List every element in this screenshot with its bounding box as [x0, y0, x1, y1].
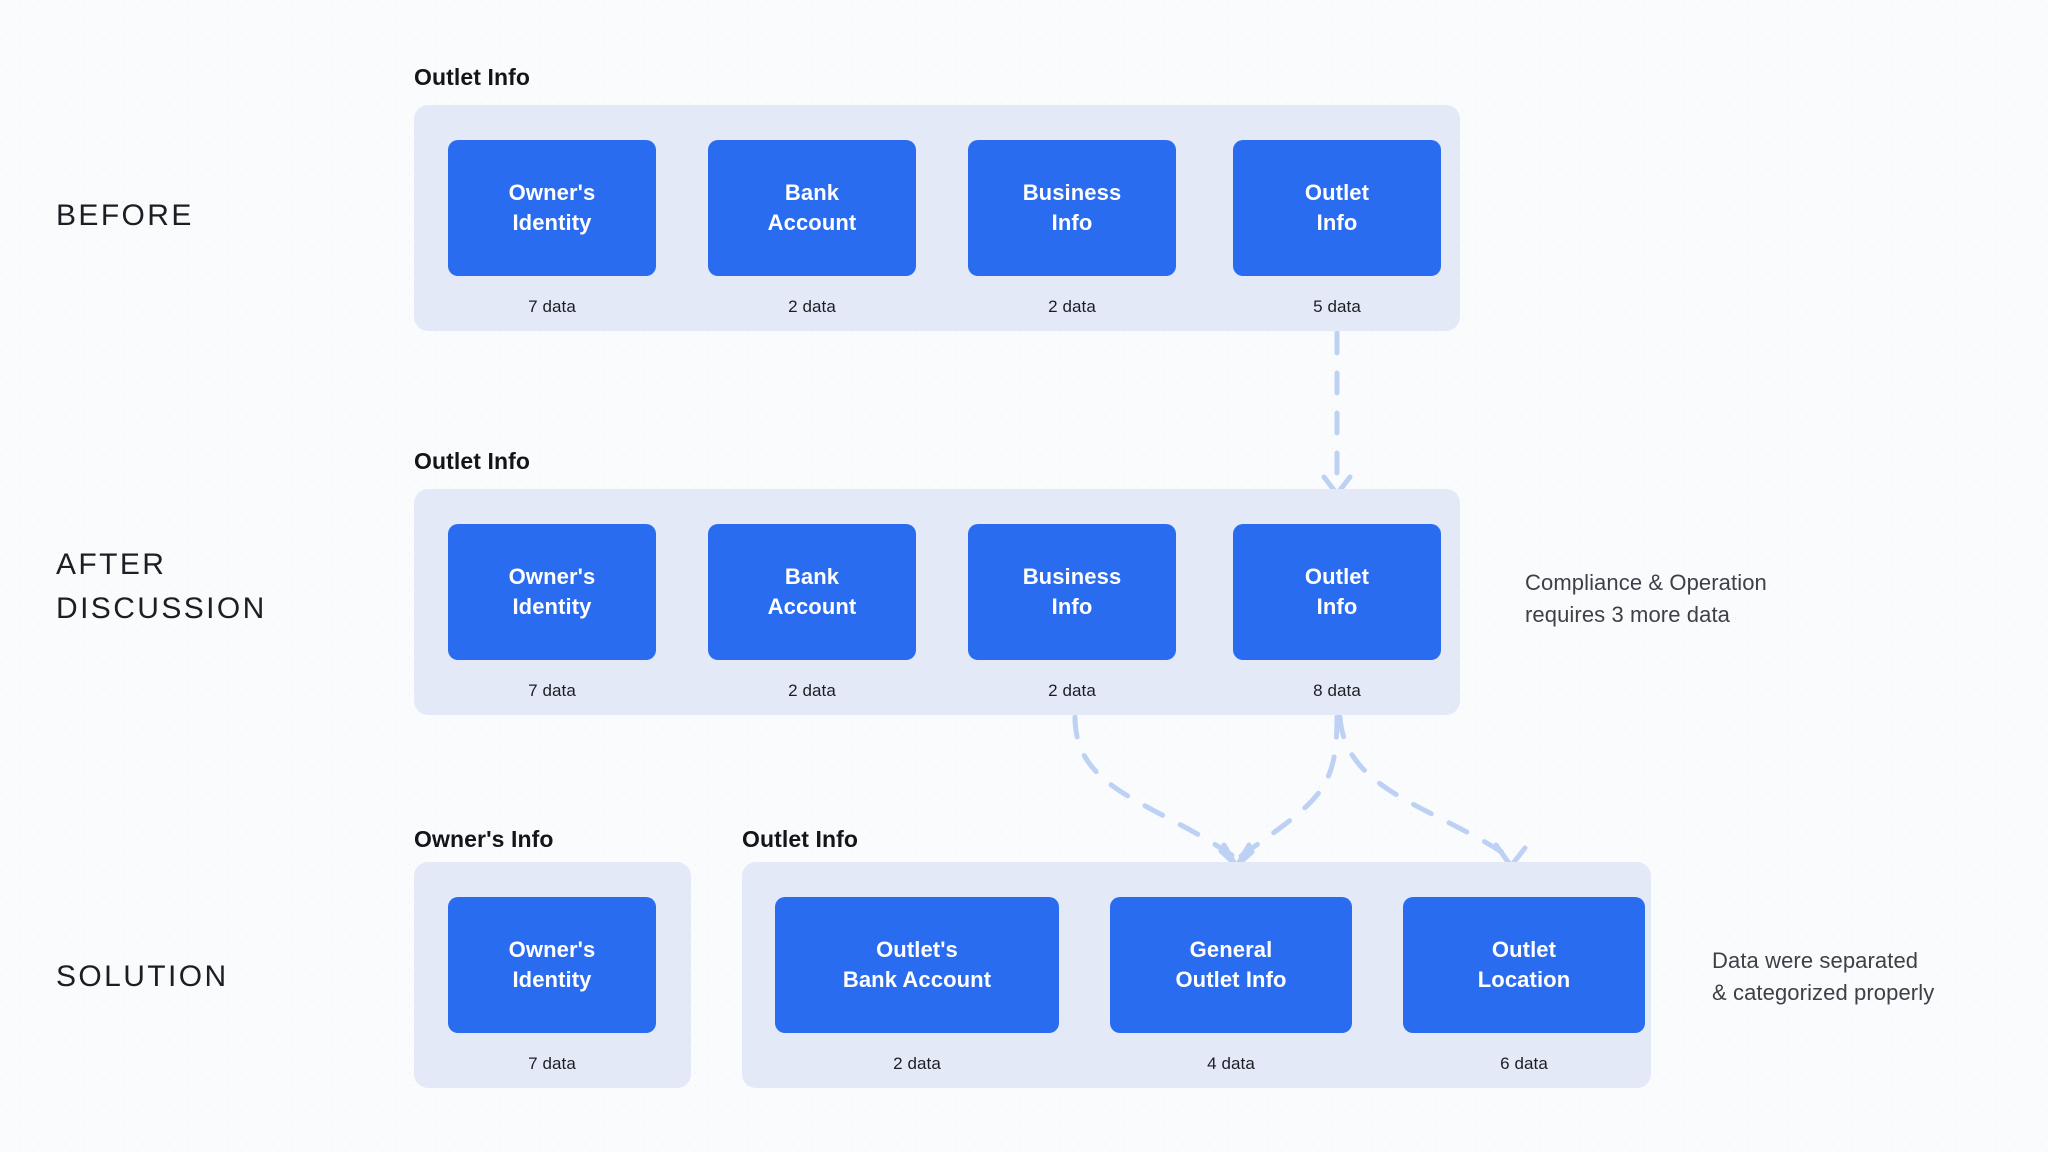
group-title-before-outlet-info: Outlet Info: [414, 64, 531, 90]
card-count-before-bank-account: 2 data: [788, 297, 836, 316]
stage-label-solution: SOLUTION: [56, 960, 229, 993]
card-count-after-outlet-info: 8 data: [1313, 681, 1361, 700]
card-count-solution-owners-identity: 7 data: [528, 1054, 576, 1073]
card-slot-solution-outlets-bank-account: Outlet's Bank Account 2 data: [775, 897, 1059, 1074]
card-solution-general-outlet-info[interactable]: General Outlet Info: [1110, 897, 1352, 1033]
card-before-owners-identity[interactable]: Owner's Identity: [448, 140, 656, 276]
group-title-after-outlet-info: Outlet Info: [414, 448, 531, 474]
card-count-solution-outlets-bank-account: 2 data: [893, 1054, 941, 1073]
card-before-outlet-info[interactable]: Outlet Info: [1233, 140, 1441, 276]
connector-outlet-info-to-general-outlet-info: [1238, 714, 1340, 859]
card-after-owners-identity[interactable]: Owner's Identity: [448, 524, 656, 660]
note-after-discussion: Compliance & Operation requires 3 more d…: [1525, 570, 1767, 628]
card-slot-after-bank-account: Bank Account 2 data: [708, 524, 916, 701]
card-count-after-bank-account: 2 data: [788, 681, 836, 700]
card-slot-solution-owners-identity: Owner's Identity 7 data: [448, 897, 656, 1074]
card-solution-outlets-bank-account[interactable]: Outlet's Bank Account: [775, 897, 1059, 1033]
card-before-business-info[interactable]: Business Info: [968, 140, 1176, 276]
note-solution: Data were separated & categorized proper…: [1712, 948, 1935, 1006]
card-slot-solution-general-outlet-info: General Outlet Info 4 data: [1110, 897, 1352, 1074]
card-slot-after-outlet-info: Outlet Info 8 data: [1233, 524, 1441, 701]
card-slot-after-business-info: Business Info 2 data: [968, 524, 1176, 701]
card-count-solution-outlet-location: 6 data: [1500, 1054, 1548, 1073]
card-slot-before-business-info: Business Info 2 data: [968, 140, 1176, 317]
card-count-after-business-info: 2 data: [1048, 681, 1096, 700]
card-count-before-owners-identity: 7 data: [528, 297, 576, 316]
group-title-solution-owners-info: Owner's Info: [414, 826, 554, 852]
group-title-solution-outlet-info: Outlet Info: [742, 826, 859, 852]
card-after-business-info[interactable]: Business Info: [968, 524, 1176, 660]
card-solution-owners-identity[interactable]: Owner's Identity: [448, 897, 656, 1033]
card-count-before-outlet-info: 5 data: [1313, 297, 1361, 316]
stage-label-after-discussion: AFTER DISCUSSION: [56, 548, 267, 625]
card-slot-before-outlet-info: Outlet Info 5 data: [1233, 140, 1441, 317]
card-after-bank-account[interactable]: Bank Account: [708, 524, 916, 660]
card-count-before-business-info: 2 data: [1048, 297, 1096, 316]
card-solution-outlet-location[interactable]: Outlet Location: [1403, 897, 1645, 1033]
card-slot-before-owners-identity: Owner's Identity 7 data: [448, 140, 656, 317]
card-before-bank-account[interactable]: Bank Account: [708, 140, 916, 276]
connector-business-info-to-general-outlet-info: [1072, 714, 1236, 859]
card-slot-solution-outlet-location: Outlet Location 6 data: [1403, 897, 1645, 1074]
card-slot-before-bank-account: Bank Account 2 data: [708, 140, 916, 317]
card-count-after-owners-identity: 7 data: [528, 681, 576, 700]
card-count-solution-general-outlet-info: 4 data: [1207, 1054, 1255, 1073]
stage-label-before: BEFORE: [56, 199, 194, 232]
card-after-outlet-info[interactable]: Outlet Info: [1233, 524, 1441, 660]
card-slot-after-owners-identity: Owner's Identity 7 data: [448, 524, 656, 701]
connector-outlet-info-to-outlet-location: [1337, 714, 1511, 859]
